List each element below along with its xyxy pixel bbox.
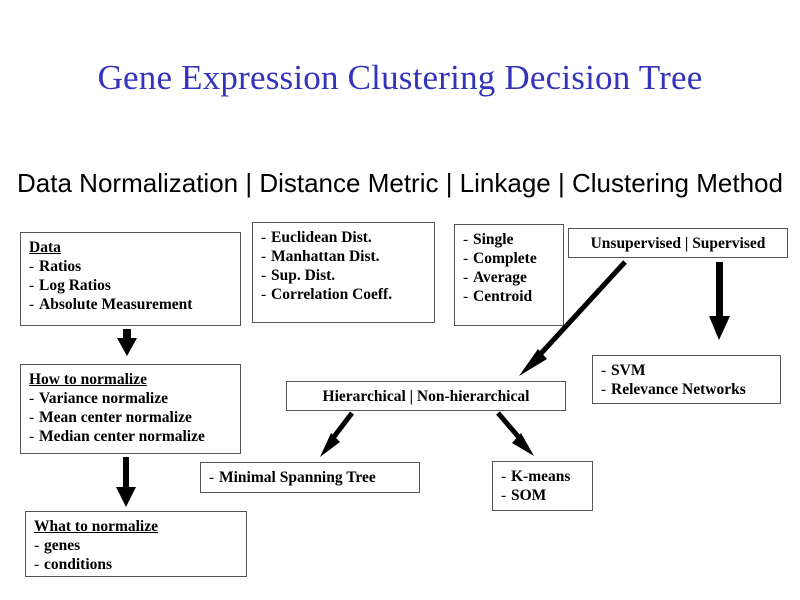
page-title: Gene Expression Clustering Decision Tree xyxy=(97,58,703,97)
box-unsupervised-supervised[interactable]: Unsupervised | Supervised xyxy=(568,228,788,258)
box-what-to-normalize-item-1: -conditions xyxy=(34,555,238,574)
box-how-to-normalize[interactable]: How to normalize -Variance normalize -Me… xyxy=(20,364,241,454)
arrow-supervised-to-svm-icon xyxy=(709,262,730,340)
box-linkage-item-0-label: Single xyxy=(473,231,514,248)
box-minimal-spanning-tree-item-0-label: Minimal Spanning Tree xyxy=(219,469,376,486)
bullet-dash: - xyxy=(463,288,469,305)
bullet-dash: - xyxy=(29,258,35,275)
bullet-dash: - xyxy=(501,487,507,504)
box-non-hierarchical-methods-item-0-label: K-means xyxy=(511,468,571,485)
box-linkage-item-3: -Centroid xyxy=(463,287,555,306)
box-data-item-2: -Absolute Measurement xyxy=(29,295,232,314)
box-what-to-normalize-item-0: -genes xyxy=(34,536,238,555)
subtitle-header: Data Normalization | Distance Metric | L… xyxy=(17,168,783,198)
box-data-header: Data xyxy=(29,239,61,256)
box-linkage-item-0: -Single xyxy=(463,230,555,249)
box-unsupervised-supervised-label: Unsupervised | Supervised xyxy=(590,234,766,252)
bullet-dash: - xyxy=(463,269,469,286)
bullet-dash: - xyxy=(29,296,35,313)
box-supervised-methods[interactable]: -SVM -Relevance Networks xyxy=(592,355,781,404)
bullet-dash: - xyxy=(29,277,35,294)
box-what-to-normalize-item-1-label: conditions xyxy=(44,556,113,573)
box-supervised-methods-item-0-label: SVM xyxy=(611,362,646,379)
box-what-to-normalize-item-0-label: genes xyxy=(44,537,81,554)
box-hierarchical[interactable]: Hierarchical | Non-hierarchical xyxy=(286,381,566,411)
box-distance-item-0: -Euclidean Dist. xyxy=(261,228,426,247)
arrow-how-normalize-to-what-normalize-icon xyxy=(116,457,136,507)
bullet-dash: - xyxy=(463,231,469,248)
bullet-dash: - xyxy=(209,469,215,486)
arrow-non-hierarchical-to-kmeans-icon xyxy=(496,411,534,456)
box-data-item-0: -Ratios xyxy=(29,257,232,276)
arrow-data-to-how-normalize-icon xyxy=(117,329,137,356)
box-distance-item-1-label: Manhattan Dist. xyxy=(271,248,380,265)
bullet-dash: - xyxy=(29,428,35,445)
box-non-hierarchical-methods-item-1: -SOM xyxy=(501,486,584,505)
box-distance-metric[interactable]: -Euclidean Dist. -Manhattan Dist. -Sup. … xyxy=(252,222,435,323)
box-distance-item-3: -Correlation Coeff. xyxy=(261,285,426,304)
box-non-hierarchical-methods-item-0: -K-means xyxy=(501,467,584,486)
bullet-dash: - xyxy=(261,248,267,265)
box-distance-item-2-label: Sup. Dist. xyxy=(271,267,336,284)
box-distance-item-0-label: Euclidean Dist. xyxy=(271,229,372,246)
box-supervised-methods-item-1: -Relevance Networks xyxy=(601,380,772,399)
box-distance-item-2: -Sup. Dist. xyxy=(261,266,426,285)
box-how-to-normalize-item-0: -Variance normalize xyxy=(29,389,232,408)
box-what-to-normalize-header: What to normalize xyxy=(34,518,158,535)
box-what-to-normalize[interactable]: What to normalize -genes -conditions xyxy=(25,511,247,577)
box-how-to-normalize-item-1-label: Mean center normalize xyxy=(39,409,192,426)
box-minimal-spanning-tree-item-0: -Minimal Spanning Tree xyxy=(209,468,411,487)
box-hierarchical-label: Hierarchical | Non-hierarchical xyxy=(322,387,530,405)
box-how-to-normalize-item-0-label: Variance normalize xyxy=(39,390,168,407)
box-distance-item-3-label: Correlation Coeff. xyxy=(271,286,393,303)
box-linkage-item-2: -Average xyxy=(463,268,555,287)
box-minimal-spanning-tree[interactable]: -Minimal Spanning Tree xyxy=(200,462,420,493)
arrow-hierarchical-to-mst-icon xyxy=(320,411,354,457)
bullet-dash: - xyxy=(34,556,40,573)
box-linkage-item-1: -Complete xyxy=(463,249,555,268)
bullet-dash: - xyxy=(29,409,35,426)
bullet-dash: - xyxy=(601,381,607,398)
box-data-item-2-label: Absolute Measurement xyxy=(39,296,193,313)
box-how-to-normalize-item-1: -Mean center normalize xyxy=(29,408,232,427)
box-data-item-1: -Log Ratios xyxy=(29,276,232,295)
box-data-item-1-label: Log Ratios xyxy=(39,277,111,294)
bullet-dash: - xyxy=(261,267,267,284)
bullet-dash: - xyxy=(463,250,469,267)
box-linkage-item-1-label: Complete xyxy=(473,250,537,267)
box-how-to-normalize-item-2-label: Median center normalize xyxy=(39,428,205,445)
box-distance-item-1: -Manhattan Dist. xyxy=(261,247,426,266)
box-how-to-normalize-item-2: -Median center normalize xyxy=(29,427,232,446)
box-linkage[interactable]: -Single -Complete -Average -Centroid xyxy=(454,224,564,326)
box-non-hierarchical-methods-item-1-label: SOM xyxy=(511,487,547,504)
bullet-dash: - xyxy=(261,229,267,246)
box-data-item-0-label: Ratios xyxy=(39,258,82,275)
bullet-dash: - xyxy=(601,362,607,379)
bullet-dash: - xyxy=(29,390,35,407)
box-data[interactable]: Data -Ratios -Log Ratios -Absolute Measu… xyxy=(20,232,241,326)
bullet-dash: - xyxy=(261,286,267,303)
box-linkage-item-3-label: Centroid xyxy=(473,288,533,305)
box-linkage-item-2-label: Average xyxy=(473,269,527,286)
bullet-dash: - xyxy=(501,468,507,485)
box-supervised-methods-item-1-label: Relevance Networks xyxy=(611,381,746,398)
bullet-dash: - xyxy=(34,537,40,554)
box-supervised-methods-item-0: -SVM xyxy=(601,361,772,380)
box-non-hierarchical-methods[interactable]: -K-means -SOM xyxy=(492,461,593,511)
box-how-to-normalize-header: How to normalize xyxy=(29,371,147,388)
